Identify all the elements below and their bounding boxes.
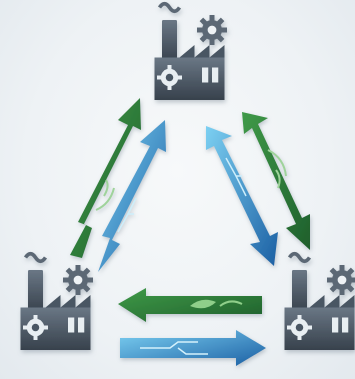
factory-bottom-right-icon xyxy=(282,251,355,352)
bottom-green-leaf-arrow xyxy=(118,288,262,322)
left-blue-circuit-arrow xyxy=(98,120,166,272)
bottom-blue-circuit-arrow xyxy=(120,330,266,366)
left-green-leaf-arrow xyxy=(70,98,141,258)
factory-top-icon xyxy=(152,1,229,102)
right-green-leaf-arrow xyxy=(242,112,310,250)
right-blue-circuit-arrow xyxy=(206,126,278,266)
factory-bottom-left-icon xyxy=(18,251,95,352)
